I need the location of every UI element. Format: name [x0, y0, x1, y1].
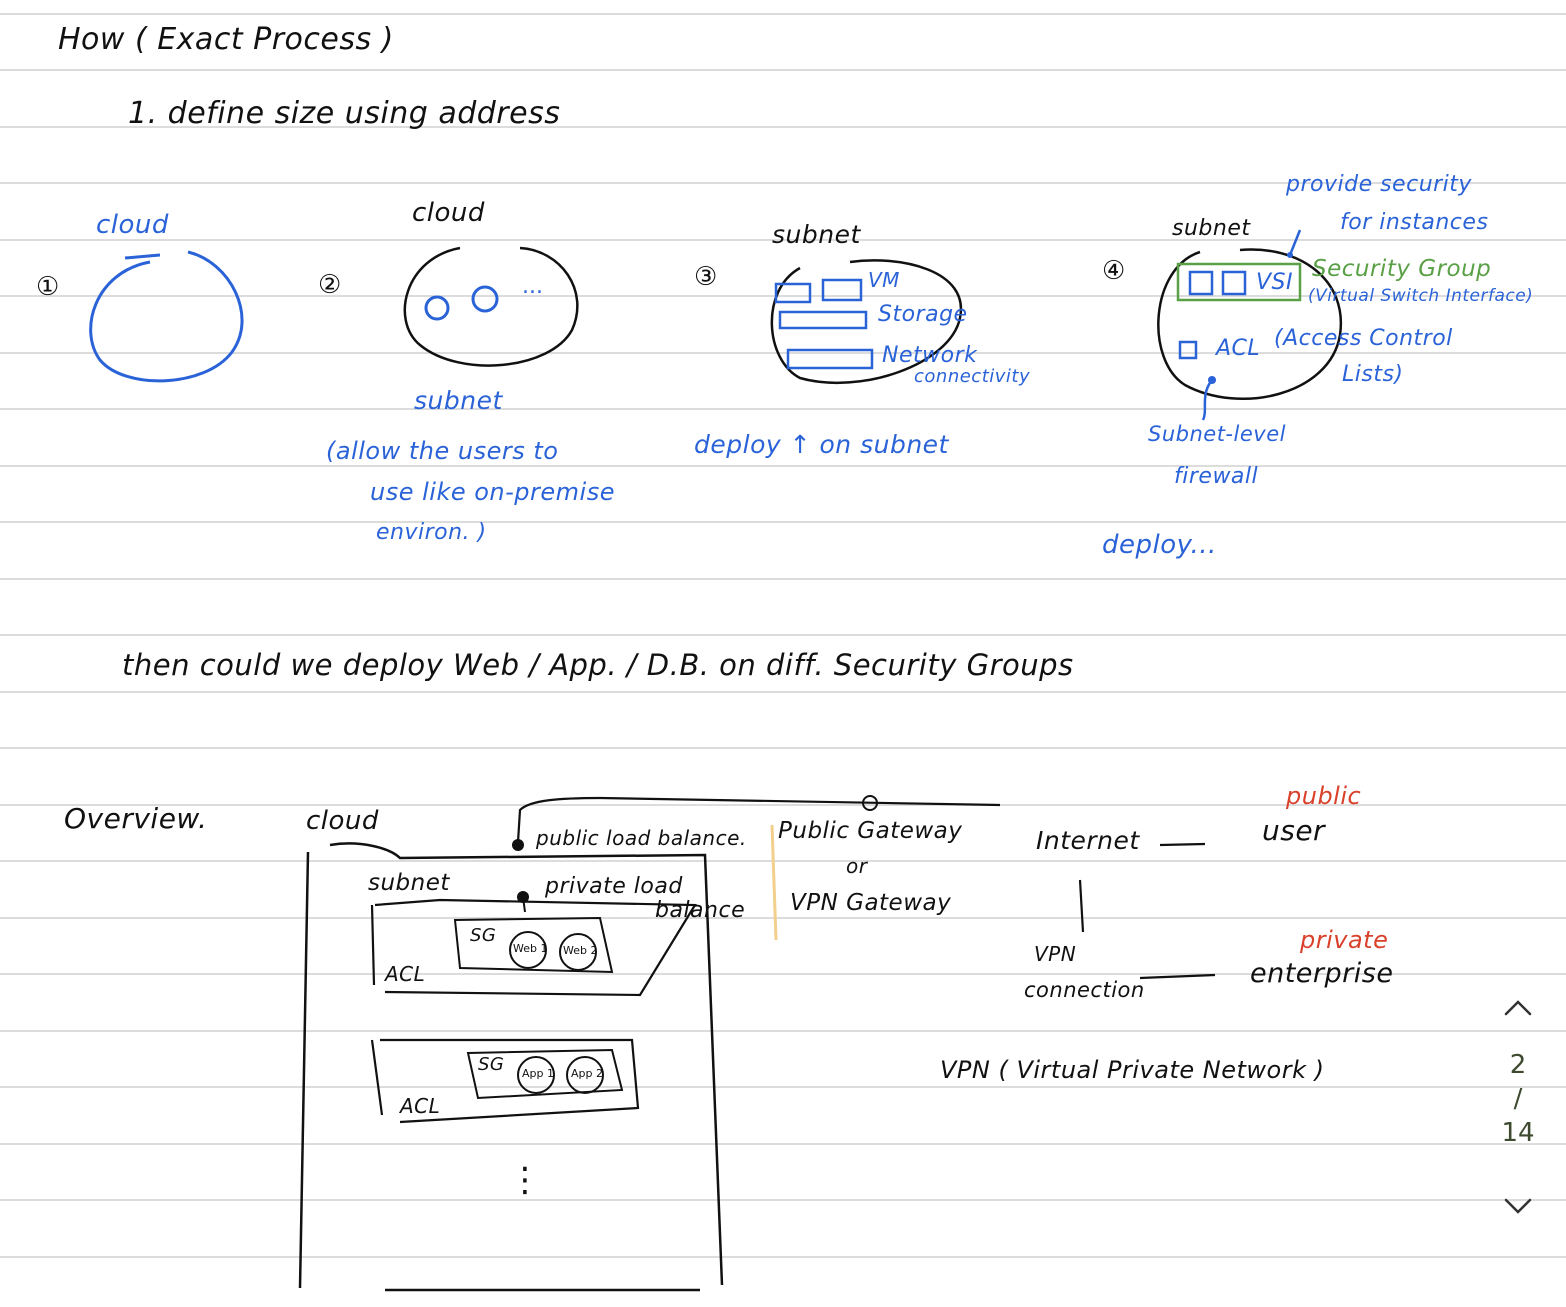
deploy-on-subnet-note: deploy ↑ on subnet	[694, 430, 949, 459]
step-number-1: ①	[36, 272, 60, 302]
vsi-label: VSI	[1256, 270, 1294, 295]
page-heading: How ( Exact Process )	[58, 22, 394, 57]
page-down-button[interactable]	[1498, 1186, 1538, 1226]
public-label: public	[1286, 782, 1362, 810]
private-label: private	[1300, 926, 1389, 954]
web-2-label: Web 2	[563, 944, 598, 957]
subnet-circle-3	[770, 259, 963, 385]
step-number-3: ③	[694, 262, 718, 292]
vpn-definition: VPN ( Virtual Private Network )	[940, 1056, 1325, 1084]
acl-full-line-1: (Access Control	[1274, 326, 1453, 351]
firewall-line-1: Subnet-level	[1148, 422, 1286, 446]
cloud-circle-2	[403, 246, 579, 367]
user-label: user	[1262, 814, 1326, 847]
app-2-label: App 2	[571, 1067, 603, 1080]
subnet-label-2: subnet	[414, 386, 503, 415]
subnet-note-line-2: use like on-premise	[370, 478, 615, 506]
current-page-number: 2	[1509, 1050, 1527, 1080]
total-pages-number: 14	[1501, 1118, 1535, 1148]
security-group-label: Security Group	[1312, 256, 1492, 282]
enterprise-label: enterprise	[1250, 958, 1394, 989]
firewall-line-2: firewall	[1174, 464, 1259, 489]
connectivity-label: connectivity	[914, 366, 1031, 387]
provide-security-line-2: for instances	[1340, 210, 1489, 235]
private-load-balancer-line-2: balance	[655, 898, 746, 923]
web-1-label: Web 1	[513, 942, 548, 955]
provide-security-line-1: provide security	[1286, 172, 1472, 197]
cloud-circle-1	[89, 250, 244, 383]
overview-subnet-label: subnet	[368, 870, 450, 896]
chevron-up-icon	[1504, 1000, 1532, 1016]
private-load-balancer-line-1: private load	[545, 874, 683, 899]
cloud-dots-2: ...	[522, 274, 543, 299]
gateway-or-label: or	[846, 854, 868, 878]
app-sg-label: SG	[478, 1054, 505, 1075]
overview-cloud-label: cloud	[306, 806, 379, 836]
page-navigator: 2 / 14	[1490, 990, 1546, 1230]
vpn-connection-line-2: connection	[1024, 978, 1145, 1002]
page-separator: /	[1513, 1084, 1523, 1114]
subnet-note-line-1: (allow the users to	[326, 437, 559, 465]
chevron-down-icon	[1504, 1198, 1532, 1214]
storage-label: Storage	[878, 302, 968, 327]
overview-title: Overview.	[64, 802, 208, 835]
network-label: Network	[882, 343, 978, 368]
public-gateway-label: Public Gateway	[778, 818, 963, 844]
acl-full-line-2: Lists)	[1342, 362, 1404, 387]
web-sg-label: SG	[470, 925, 497, 946]
app-1-label: App 1	[522, 1067, 554, 1080]
page-up-button[interactable]	[1498, 990, 1538, 1030]
subnet-circle-4	[1157, 248, 1343, 400]
app-subnet-box	[370, 1038, 640, 1124]
vpn-gateway-label: VPN Gateway	[790, 890, 952, 916]
step-number-2: ②	[318, 270, 342, 300]
vm-label: VM	[868, 268, 900, 292]
web-subnet-box	[370, 898, 697, 997]
more-subnets-vdots: ⋮	[508, 1160, 542, 1200]
subnet-label-4: subnet	[1172, 216, 1251, 241]
web-acl-label: ACL	[385, 962, 426, 986]
step-number-4: ④	[1102, 256, 1126, 286]
overview-cloud-box	[298, 842, 724, 1292]
vsi-full-label: (Virtual Switch Interface)	[1308, 286, 1534, 306]
subnet-note-line-3: environ. )	[376, 520, 487, 545]
public-load-balancer-label: public load balance.	[536, 826, 747, 850]
acl-label: ACL	[1216, 336, 1261, 361]
vpn-connection-line-1: VPN	[1034, 942, 1077, 966]
internet-label: Internet	[1036, 826, 1140, 855]
cloud-label-1: cloud	[96, 210, 169, 240]
app-acl-label: ACL	[400, 1094, 441, 1118]
cloud-label-2: cloud	[412, 198, 485, 228]
step-title: 1. define size using address	[128, 96, 561, 131]
deploy-sentence: then could we deploy Web / App. / D.B. o…	[122, 648, 1074, 682]
subnet-label-3: subnet	[772, 220, 861, 249]
deploy-ellipsis: deploy...	[1102, 530, 1217, 560]
